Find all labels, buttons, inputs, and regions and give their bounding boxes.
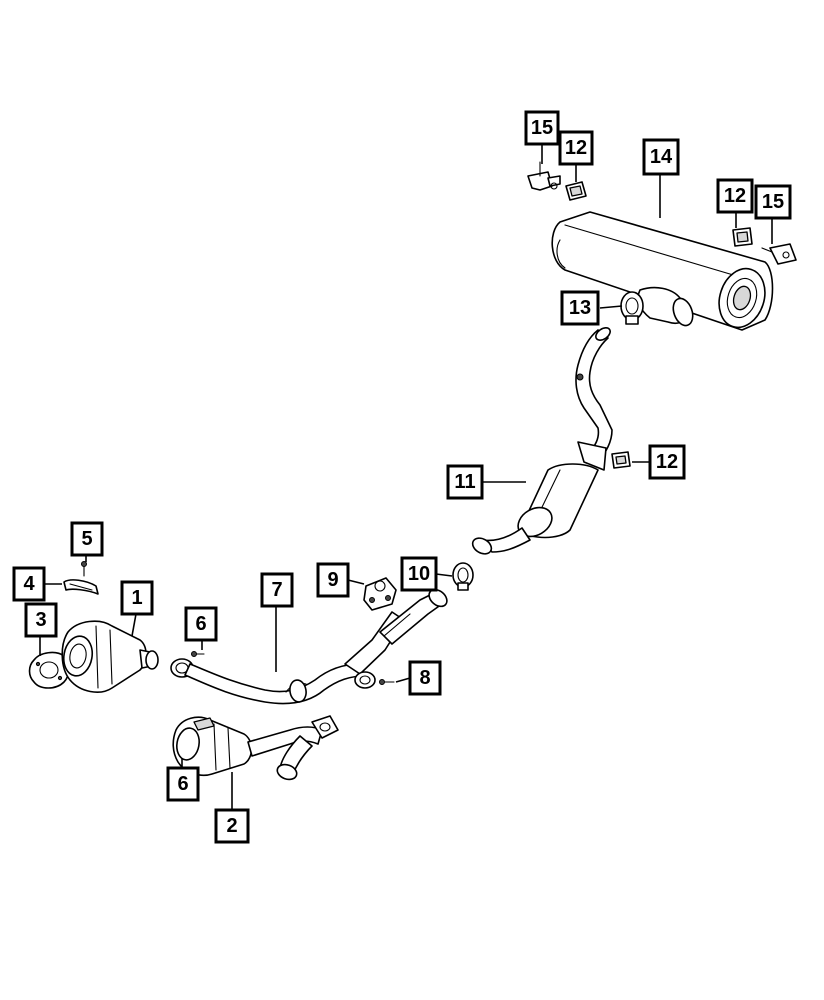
callout-number: 2 (226, 815, 237, 837)
isolator-icon (565, 181, 587, 201)
callout-number: 10 (408, 563, 430, 585)
clamp-icon (620, 291, 644, 325)
isolator-hanger-icon (363, 577, 397, 611)
callout-10: 10 (400, 556, 438, 592)
callout-number: 13 (569, 297, 591, 319)
callout-number: 7 (271, 579, 282, 601)
callout-number: 11 (454, 471, 475, 493)
callout-12: 12 (648, 444, 686, 480)
callout-number: 15 (531, 117, 553, 139)
gasket-icon (28, 651, 70, 689)
callout-9: 9 (316, 562, 350, 598)
callout-number: 9 (327, 569, 338, 591)
callout-7: 7 (260, 572, 294, 608)
hanger-bracket-icon (761, 243, 797, 265)
bolt-icon (379, 679, 395, 685)
callout-number: 4 (23, 573, 35, 595)
callout-14: 14 (642, 138, 680, 176)
callout-1: 1 (120, 580, 154, 616)
callout-12: 12 (716, 178, 754, 214)
callout-2: 2 (214, 808, 250, 844)
callout-number: 1 (131, 587, 142, 609)
leader-lines (39, 144, 773, 810)
isolator-icon (611, 451, 631, 469)
callout-number: 12 (724, 185, 746, 207)
callout-12: 12 (558, 130, 594, 166)
callout-15: 15 (524, 110, 560, 146)
callout-number: 3 (35, 609, 46, 631)
callout-13: 13 (560, 290, 600, 326)
callout-15: 15 (754, 184, 792, 220)
clamp-icon (452, 562, 474, 591)
callout-number: 5 (81, 528, 92, 550)
catalytic-converter-front-icon (61, 620, 159, 693)
callout-8: 8 (408, 660, 442, 696)
isolator-icon (732, 227, 753, 247)
callout-number: 6 (177, 773, 188, 795)
callout-4: 4 (12, 566, 46, 602)
resonator-pipe-icon (471, 327, 613, 555)
callout-11: 11 (446, 464, 484, 500)
callout-number: 15 (762, 191, 784, 213)
heat-shield-bracket-icon (63, 579, 99, 595)
callout-number: 12 (565, 137, 587, 159)
bolt-icon (191, 651, 205, 657)
callout-5: 5 (70, 521, 104, 557)
bolt-icon (81, 561, 87, 577)
callout-number: 6 (195, 613, 206, 635)
catalytic-converter-rear-icon (172, 715, 339, 781)
callout-6: 6 (166, 766, 200, 802)
callout-number: 12 (656, 451, 678, 473)
front-pipe-icon (170, 588, 448, 705)
hanger-bracket-icon (527, 161, 561, 191)
callout-3: 3 (24, 602, 58, 638)
callout-number: 14 (650, 146, 673, 168)
callout-6: 6 (184, 606, 218, 642)
callout-number: 8 (419, 667, 430, 689)
